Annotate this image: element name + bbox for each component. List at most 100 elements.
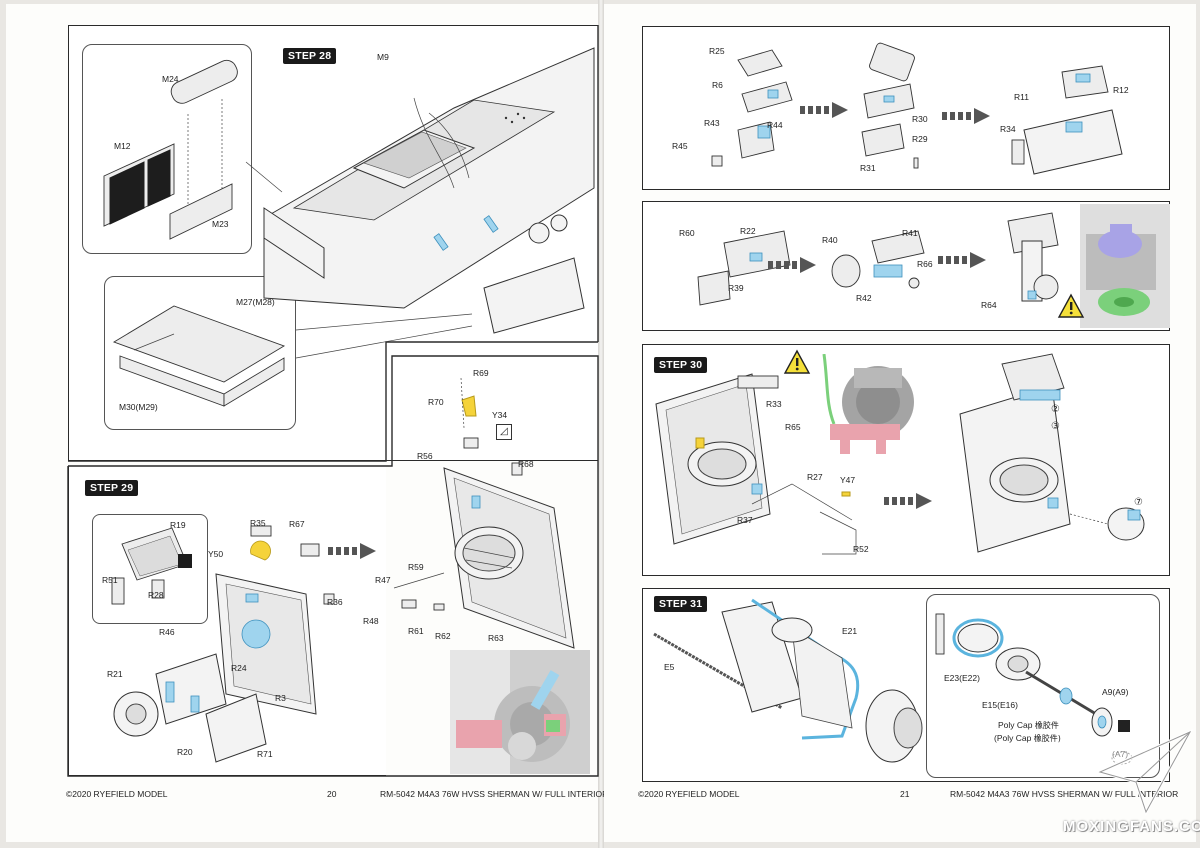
- part-label-r19: R19: [170, 520, 186, 530]
- part-label-r61: R61: [408, 626, 424, 636]
- footer-copyright-left: ©2020 RYEFIELD MODEL: [66, 789, 168, 799]
- part-label-r24: R24: [231, 663, 247, 673]
- footer-product-right: RM-5042 M4A3 76W HVSS SHERMAN W/ FULL IN…: [950, 789, 1179, 799]
- part-label-e21: E21: [842, 626, 858, 636]
- render-inset-step-30: [816, 354, 926, 456]
- book-spine: [598, 0, 604, 848]
- part-label-r22: R22: [740, 226, 756, 236]
- part-label-r45: R45: [672, 141, 688, 151]
- sub-step-a-drawing: [711, 42, 1123, 175]
- poly-cap-zh-alt-text: 橡胶件): [1033, 734, 1061, 743]
- part-label-r21: R21: [107, 669, 123, 679]
- part-label-m30-m29: M30(M29): [119, 402, 158, 412]
- sequence-arrow-icon: [800, 102, 848, 118]
- instruction-page-right: R25 R6 R43 R44 R45 R30 R29 R31 R11 R12 R…: [604, 4, 1196, 842]
- part-label-y50: Y50: [208, 549, 224, 559]
- step-29-assembly-drawing: [113, 525, 335, 763]
- part-label-r51: R51: [102, 575, 118, 585]
- part-label-e15-e16: E15(E16): [982, 700, 1018, 710]
- part-label-r3: R3: [275, 693, 286, 703]
- callout-2: ②: [1051, 404, 1060, 415]
- step-28-label: STEP 28: [283, 48, 337, 64]
- part-label-r56: R56: [417, 451, 433, 461]
- screen-parts-drawing: [103, 59, 238, 240]
- step-30-label: STEP 30: [654, 357, 708, 373]
- part-label-r70: R70: [428, 397, 444, 407]
- footer-product-left: RM-5042 M4A3 76W HVSS SHERMAN W/ FULL IN…: [380, 789, 609, 799]
- footer-page-number-right: 21: [900, 789, 910, 799]
- part-label-m23: M23: [212, 219, 229, 229]
- part-label-r66: R66: [917, 259, 933, 269]
- part-label-r44: R44: [767, 120, 783, 130]
- part-label-r20: R20: [177, 747, 193, 757]
- step-30-drawing: [655, 353, 1145, 555]
- part-label-r67: R67: [289, 519, 305, 529]
- poly-cap-alt-text: (Poly Cap: [994, 733, 1032, 743]
- part-label-r25: R25: [709, 46, 725, 56]
- part-label-r71: R71: [257, 749, 273, 759]
- callout-3: ③: [1051, 421, 1060, 432]
- sequence-arrow-icon: [768, 257, 816, 273]
- warning-icon: [783, 349, 811, 374]
- step-31-inset-drawing: [935, 613, 1133, 765]
- part-label-r31: R31: [860, 163, 876, 173]
- part-label-r65: R65: [785, 422, 801, 432]
- part-label-r52: R52: [853, 544, 869, 554]
- render-image: [822, 354, 914, 454]
- part-label-m9: M9: [377, 52, 389, 62]
- part-label-r36: R36: [327, 597, 343, 607]
- part-label-e23-e22: E23(E22): [944, 673, 980, 683]
- part-label-r27: R27: [807, 472, 823, 482]
- watermark-logo-icon: [1095, 728, 1194, 816]
- edge-tool-icon: ◿: [496, 424, 512, 440]
- step-28-border: [68, 25, 599, 462]
- part-label-e5: E5: [664, 662, 675, 672]
- render-image: [1080, 204, 1170, 328]
- part-label-r62: R62: [435, 631, 451, 641]
- part-label-r43: R43: [704, 118, 720, 128]
- sub-step-b-drawing: [697, 212, 1059, 306]
- poly-cap-text: Poly Cap: [998, 720, 1033, 730]
- part-label-r69: R69: [473, 368, 489, 378]
- inset-leader-lines: [245, 161, 473, 359]
- part-label-r28: R28: [148, 590, 164, 600]
- part-label-r48: R48: [363, 616, 379, 626]
- step-31-drawing: [653, 598, 923, 763]
- part-label-r35: R35: [250, 518, 266, 528]
- step-29-border: [67, 355, 599, 777]
- part-label-m24: M24: [162, 74, 179, 84]
- fender-parts-drawing: [112, 305, 286, 407]
- part-label-r34: R34: [1000, 124, 1016, 134]
- warning-icon: [1057, 293, 1085, 318]
- part-label-r41: R41: [902, 228, 918, 238]
- part-label-r11: R11: [1014, 92, 1029, 102]
- part-label-r6: R6: [712, 80, 723, 90]
- sequence-arrow-icon: [884, 493, 932, 509]
- step-31-label: STEP 31: [654, 596, 708, 612]
- poly-cap-alt-label: (Poly Cap 橡胶件): [994, 733, 1061, 744]
- callout-7: ⑦: [1134, 497, 1143, 508]
- poly-cap-zh-text: 橡胶件: [1034, 721, 1059, 730]
- part-label-r39: R39: [728, 283, 744, 293]
- part-label-r37: R37: [737, 515, 753, 525]
- part-label-m27-m28: M27(M28): [236, 297, 275, 307]
- footer-copyright-right: ©2020 RYEFIELD MODEL: [638, 789, 740, 799]
- sequence-arrow-icon: [942, 108, 990, 124]
- part-label-r29: R29: [912, 134, 928, 144]
- step-29-label: STEP 29: [85, 480, 139, 496]
- part-label-r68: R68: [518, 459, 534, 469]
- part-label-r12: R12: [1113, 85, 1129, 95]
- render-inset-panel-b: [1080, 204, 1170, 328]
- part-label-y47: Y47: [840, 475, 856, 485]
- part-label-r59: R59: [408, 562, 424, 572]
- part-label-m12: M12: [114, 141, 131, 151]
- step-29-inset-drawing: [111, 527, 192, 605]
- sequence-arrow-icon: [328, 543, 376, 559]
- hull-drawing: [263, 47, 595, 334]
- step-31-inset: [926, 594, 1160, 778]
- render-image: [450, 650, 590, 774]
- part-label-a9: A9(A9): [1102, 687, 1129, 697]
- part-label-y34: Y34: [492, 410, 508, 420]
- transmission-drawing: [393, 377, 575, 649]
- part-label-r64: R64: [981, 300, 997, 310]
